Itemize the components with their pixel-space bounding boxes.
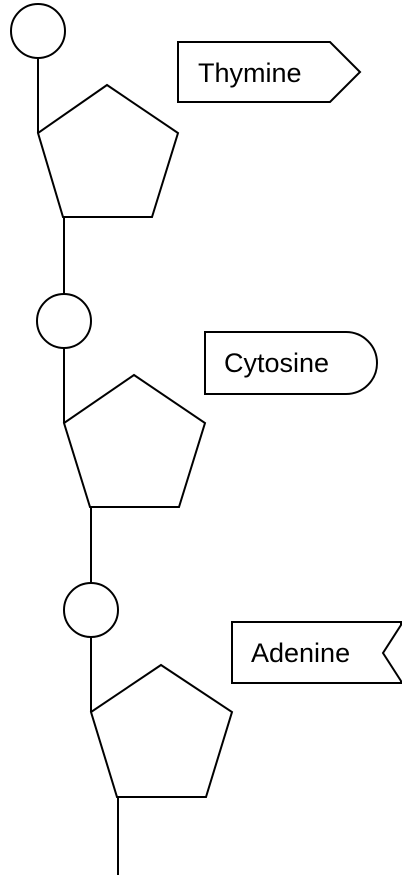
nucleotide-adenine: Adenine: [63, 582, 402, 798]
phosphate-circle: [36, 293, 92, 349]
phosphate-circle: [63, 582, 119, 638]
sugar-pentagon: [36, 83, 180, 218]
base-tag-arrow: [177, 41, 362, 103]
nucleotide-cytosine: Cytosine: [36, 293, 378, 508]
nucleotide-thymine: Thymine: [10, 3, 362, 218]
base-tag-notch: [231, 621, 402, 684]
sugar-pentagon: [62, 373, 207, 508]
base-label-adenine: Adenine: [251, 638, 350, 668]
base-label-cytosine: Cytosine: [224, 348, 329, 378]
phosphate-circle: [10, 3, 66, 59]
base-tag-rounded: [204, 331, 378, 395]
base-label-thymine: Thymine: [198, 58, 302, 88]
sugar-pentagon: [89, 663, 234, 798]
